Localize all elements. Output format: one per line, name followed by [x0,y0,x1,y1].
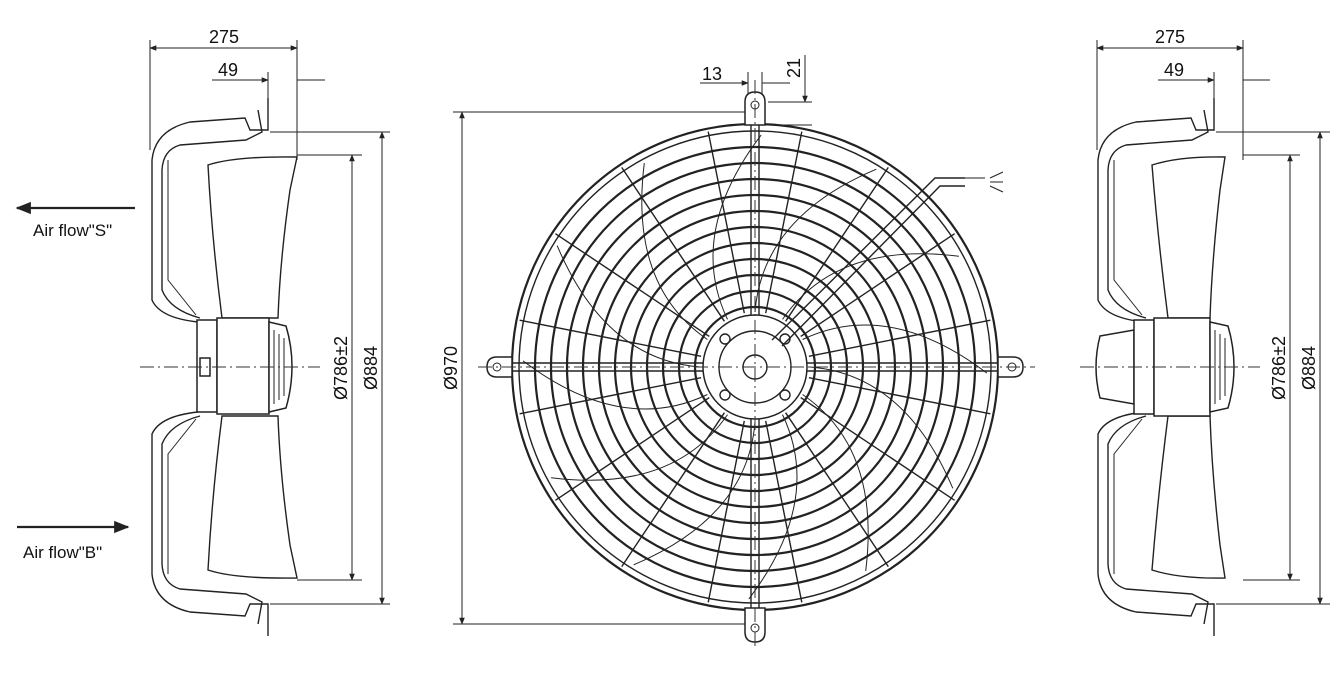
guard-spoke [621,167,725,322]
right-outer-dia-dim: Ø884 [1299,346,1319,390]
fan-blade [782,253,959,320]
hub-bolt [779,389,791,401]
guard-spoke [555,397,710,501]
guard-spoke [800,397,955,501]
fan-blade [802,394,869,571]
left-offset-dim: 49 [218,60,238,80]
right-width-dim: 275 [1155,27,1185,47]
guard-spoke [765,420,803,603]
front-view: Ø970 13 21 [441,55,1035,650]
guard-spoke [621,412,725,567]
fan-blade [551,414,728,481]
right-ring-dia-dim: Ø786±2 [1269,336,1289,400]
guard-spoke [707,131,745,314]
airflow-b-label: Air flow"B" [23,543,102,562]
guard-spoke [785,167,889,322]
hub-bolt [719,333,731,345]
guard-spoke [555,233,710,337]
airflow-s-label: Air flow"S" [33,221,112,240]
fan-blade [802,324,988,374]
left-outer-dia-dim: Ø884 [361,346,381,390]
fan-blade [748,414,798,600]
right-side-view: 275 49 Ø786±2 Ø884 [1080,27,1330,636]
guard-spoke [765,131,803,314]
guard-spoke [707,420,745,603]
guard-spoke [800,233,955,337]
guard-spoke [808,319,991,357]
guard-spoke [808,377,991,415]
left-side-view: 275 49 Ø786±2 Ø884 [15,27,390,636]
right-offset-dim: 49 [1164,60,1184,80]
left-width-dim: 275 [209,27,239,47]
top-offset-dim: 21 [784,58,804,78]
hub-bolt [779,333,791,345]
guard-dia-dim: Ø970 [441,346,461,390]
fan-blade [641,163,708,340]
guard-spoke [519,319,702,357]
bolt-spacing-dim: 13 [702,64,722,84]
guard-spoke [785,412,889,567]
hub-bolt [719,389,731,401]
left-ring-dia-dim: Ø786±2 [331,336,351,400]
fan-blade [522,360,708,410]
guard-spoke [519,377,702,415]
fan-blade [712,134,762,320]
